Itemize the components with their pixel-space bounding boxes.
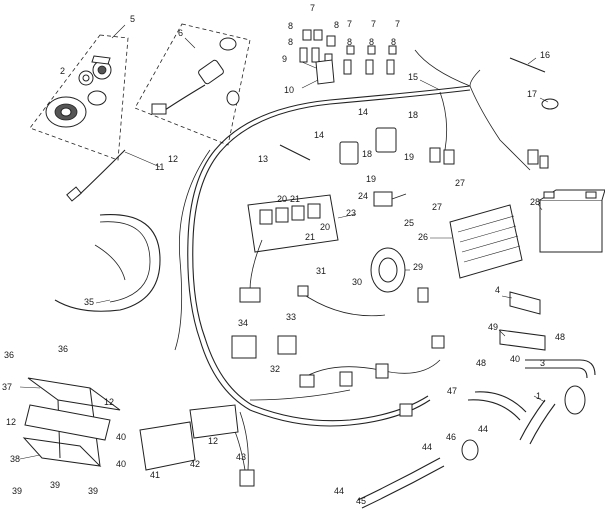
callout-43: 43 xyxy=(236,452,246,462)
callout-48: 48 xyxy=(555,332,565,342)
part-24-25 xyxy=(373,191,407,207)
callout-6: 6 xyxy=(178,28,183,38)
callout-40: 40 xyxy=(116,459,126,469)
callout-38: 38 xyxy=(10,454,20,464)
callout-42: 42 xyxy=(190,459,200,469)
callout-27: 27 xyxy=(455,178,465,188)
callout-24: 24 xyxy=(358,191,368,201)
ecu-mount-plate xyxy=(22,377,121,467)
callout-7: 7 xyxy=(395,19,400,29)
callout-25: 25 xyxy=(404,218,414,228)
callout-14: 14 xyxy=(314,130,324,140)
callout-45: 45 xyxy=(356,496,366,506)
callout-19: 19 xyxy=(366,174,376,184)
main-wiring-harness xyxy=(174,49,549,471)
callout-20: 20 xyxy=(277,194,287,204)
callout-30: 30 xyxy=(352,277,362,287)
callout-21: 21 xyxy=(290,194,300,204)
callout-8: 8 xyxy=(347,37,352,47)
battery-28 xyxy=(539,189,605,253)
hose-assembly xyxy=(357,359,596,509)
callout-39: 39 xyxy=(50,480,60,490)
callout-12: 12 xyxy=(208,436,218,446)
callout-1: 1 xyxy=(536,391,541,401)
callout-2: 2 xyxy=(60,66,65,76)
rectifier-regulator-26 xyxy=(449,204,523,279)
cdi-unit-41 xyxy=(139,404,239,471)
callout-14: 14 xyxy=(358,107,368,117)
callout-16: 16 xyxy=(540,50,550,60)
key-switch-group xyxy=(134,23,251,146)
callout-9: 9 xyxy=(282,54,287,64)
callout-31: 31 xyxy=(316,266,326,276)
callout-8: 8 xyxy=(288,21,293,31)
fuse-relay-group xyxy=(299,29,397,85)
callout-8: 8 xyxy=(288,37,293,47)
callout-29: 29 xyxy=(413,262,423,272)
callout-28: 28 xyxy=(530,197,540,207)
callout-3: 3 xyxy=(540,358,545,368)
lead-wire-11 xyxy=(66,149,126,202)
callout-26: 26 xyxy=(418,232,428,242)
callout-44: 44 xyxy=(478,424,488,434)
callout-47: 47 xyxy=(447,386,457,396)
callout-8: 8 xyxy=(334,20,339,30)
bracket-4-49 xyxy=(499,291,546,351)
callout-10: 10 xyxy=(284,85,294,95)
callout-49: 49 xyxy=(488,322,498,332)
lead-43 xyxy=(239,411,255,487)
callout-40: 40 xyxy=(116,432,126,442)
connector-bracket-23 xyxy=(239,194,339,303)
callout-19: 19 xyxy=(404,152,414,162)
callout-44: 44 xyxy=(422,442,432,452)
rod-16 xyxy=(509,57,546,73)
callout-36: 36 xyxy=(58,344,68,354)
callout-7: 7 xyxy=(347,19,352,29)
callout-18: 18 xyxy=(408,110,418,120)
callout-17: 17 xyxy=(527,89,537,99)
callout-33: 33 xyxy=(286,312,296,322)
callout-15: 15 xyxy=(408,72,418,82)
callout-37: 37 xyxy=(2,382,12,392)
callout-12: 12 xyxy=(6,417,16,427)
callout-4: 4 xyxy=(495,285,500,295)
horn-29 xyxy=(370,247,406,293)
callout-32: 32 xyxy=(270,364,280,374)
callout-12: 12 xyxy=(168,154,178,164)
callout-12: 12 xyxy=(104,397,114,407)
callout-18: 18 xyxy=(362,149,372,159)
sub-harness-35 xyxy=(54,214,161,312)
clip-17 xyxy=(541,98,559,110)
callout-23: 23 xyxy=(346,208,356,218)
relay-19-group xyxy=(339,127,397,165)
callout-39: 39 xyxy=(12,486,22,496)
callout-34: 34 xyxy=(238,318,248,328)
ignition-switch-group xyxy=(29,34,129,161)
callout-40: 40 xyxy=(510,354,520,364)
callout-41: 41 xyxy=(150,470,160,480)
callout-7: 7 xyxy=(310,3,315,13)
rod-13 xyxy=(279,144,311,161)
callout-8: 8 xyxy=(369,37,374,47)
callout-5: 5 xyxy=(130,14,135,24)
callout-44: 44 xyxy=(334,486,344,496)
leader-lines xyxy=(19,24,549,460)
callout-27: 27 xyxy=(432,202,442,212)
callout-13: 13 xyxy=(258,154,268,164)
callout-21: 21 xyxy=(305,232,315,242)
callout-7: 7 xyxy=(371,19,376,29)
callout-35: 35 xyxy=(84,297,94,307)
callout-labels: 1 2 3 4 5 6 7 7 7 7 8 8 8 8 8 8 9 10 11 … xyxy=(2,3,565,506)
callout-20: 20 xyxy=(320,222,330,232)
callout-39: 39 xyxy=(88,486,98,496)
parts-32-34 xyxy=(231,335,297,359)
callout-8: 8 xyxy=(391,37,396,47)
callout-36: 36 xyxy=(4,350,14,360)
callout-46: 46 xyxy=(446,432,456,442)
callout-48: 48 xyxy=(476,358,486,368)
lead-wire-31 xyxy=(297,285,386,317)
